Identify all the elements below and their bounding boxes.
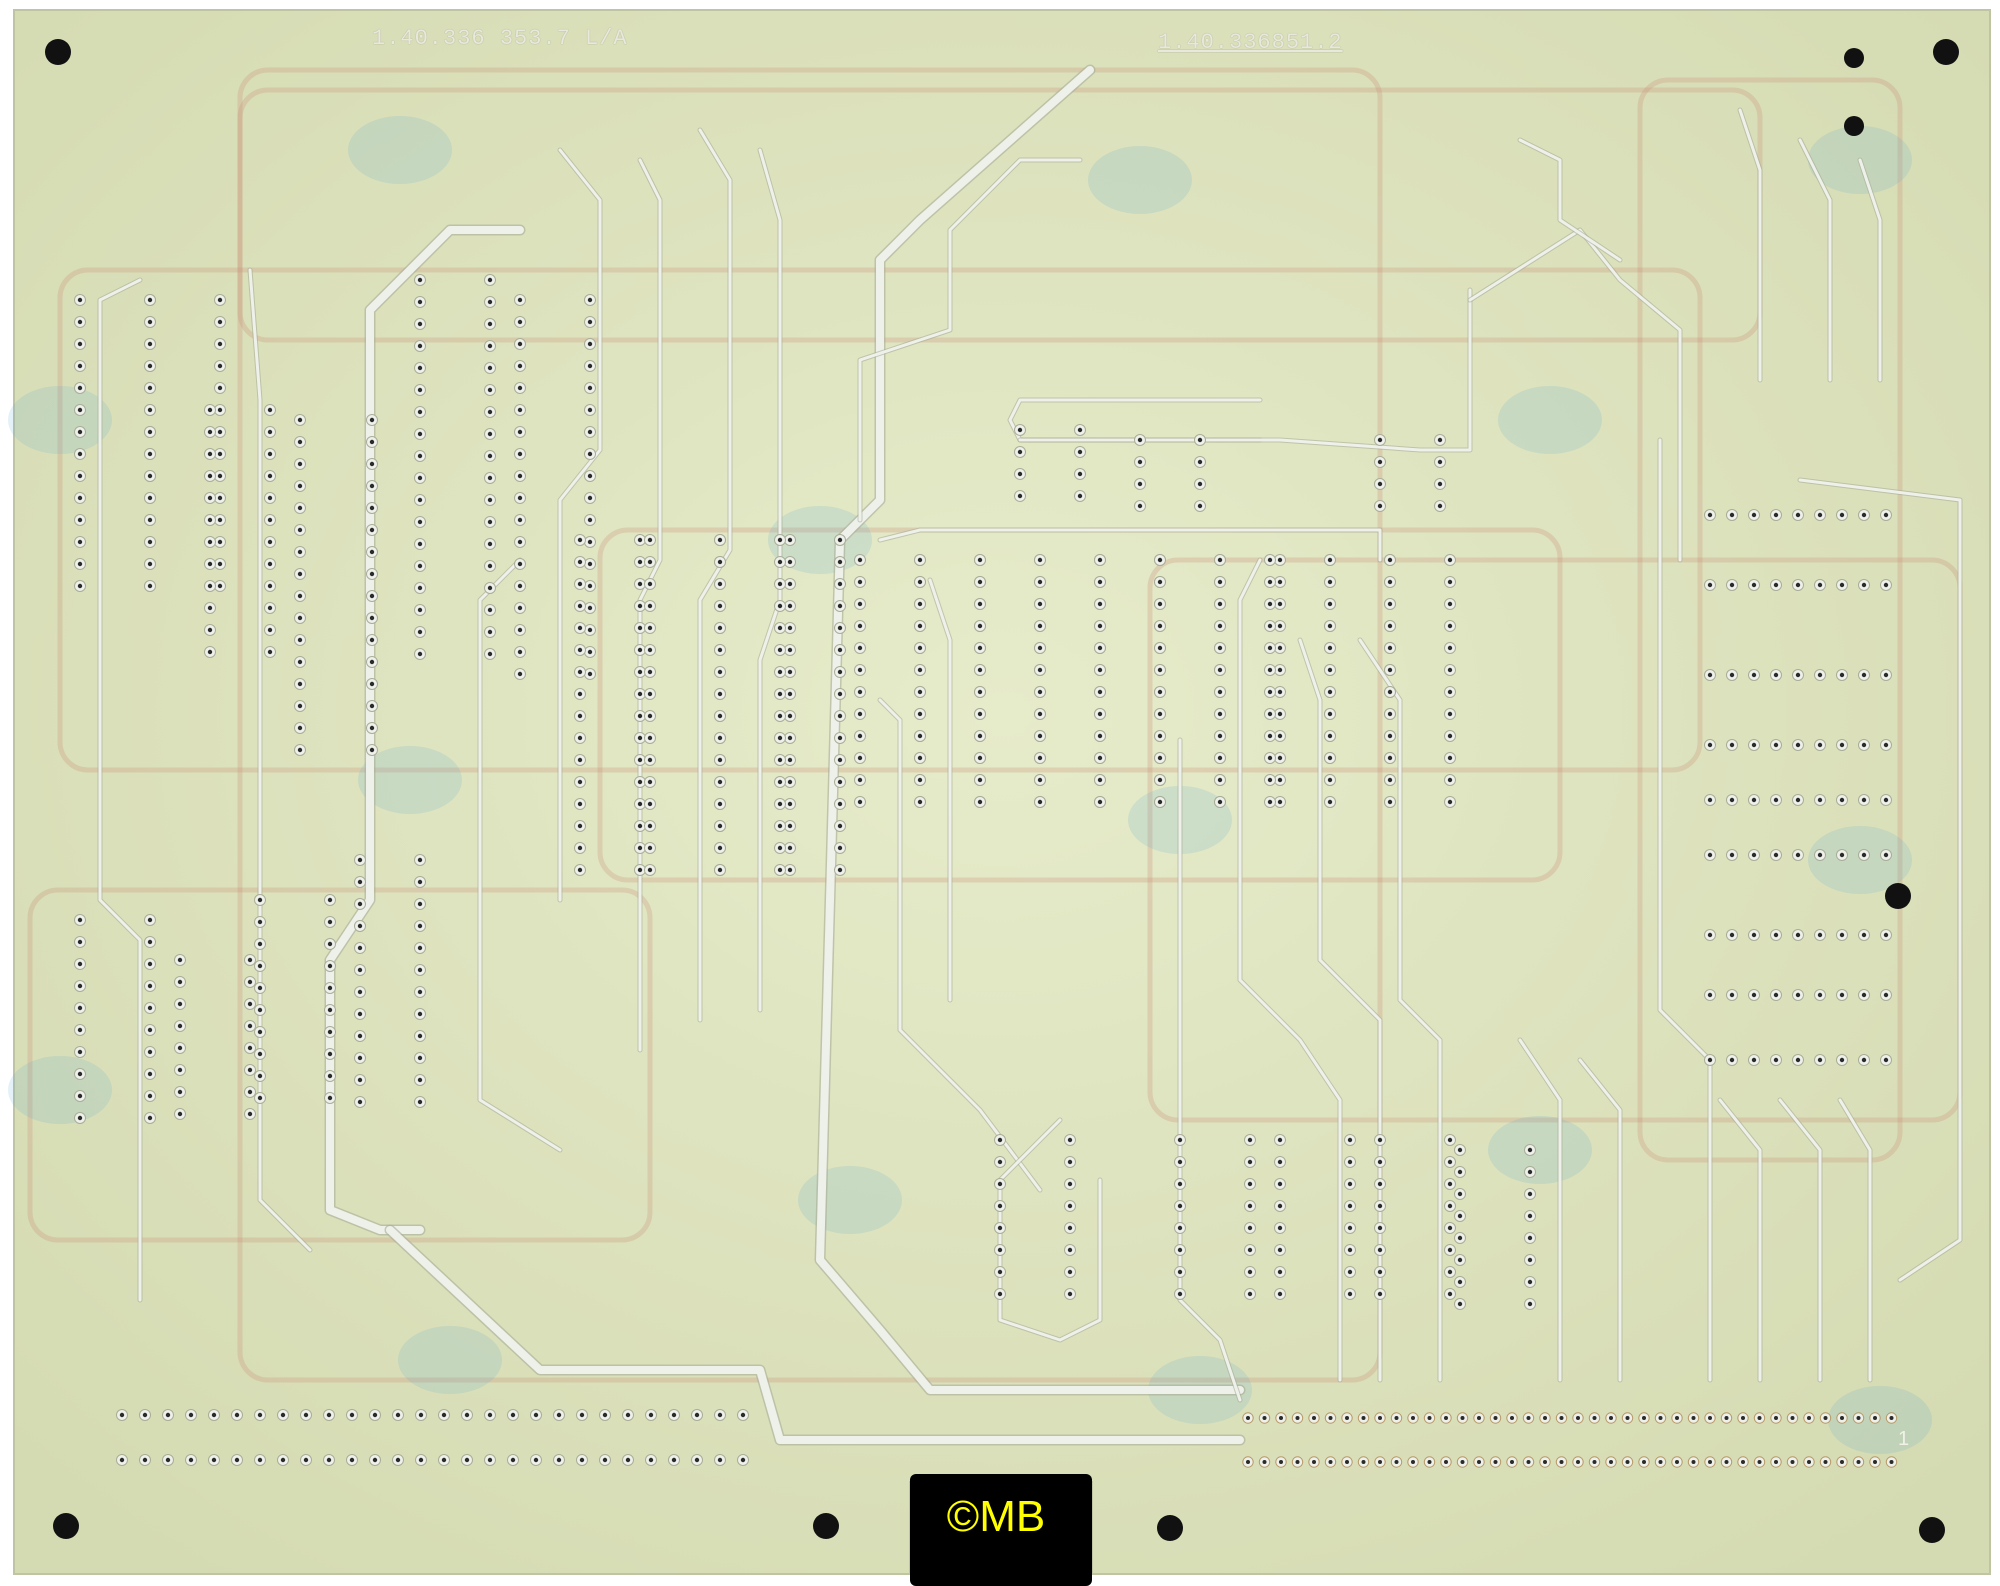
backside-blob bbox=[398, 1326, 502, 1394]
bottom-notch bbox=[910, 1474, 1092, 1586]
backside-blob bbox=[1808, 826, 1912, 894]
backside-blob bbox=[1488, 1116, 1592, 1184]
pad-layer bbox=[74, 274, 1898, 1468]
backside-outline bbox=[27, 887, 653, 1243]
backside-blob bbox=[358, 746, 462, 814]
pin-one-marker: 1 bbox=[1898, 1428, 1910, 1450]
backside-outline bbox=[1637, 77, 1903, 1163]
mount-hole-icon bbox=[813, 1513, 839, 1539]
mount-hole-icon bbox=[1844, 116, 1864, 136]
silkscreen-part-number-right: 1.40.336851.2 bbox=[1158, 30, 1343, 55]
backside-blob bbox=[768, 506, 872, 574]
backside-blob bbox=[1498, 386, 1602, 454]
mount-hole-icon bbox=[1157, 1515, 1183, 1541]
copyright-watermark: ©MB bbox=[946, 1492, 1046, 1541]
backside-blob bbox=[8, 1056, 112, 1124]
backside-blob bbox=[1088, 146, 1192, 214]
mount-hole-icon bbox=[1933, 39, 1959, 65]
mount-hole-icon bbox=[53, 1513, 79, 1539]
backside-blob bbox=[8, 386, 112, 454]
silkscreen-part-number-left: 1.40.336 353.7 L/A bbox=[372, 26, 628, 51]
backside-blob bbox=[348, 116, 452, 184]
mount-hole-icon bbox=[45, 39, 71, 65]
mount-hole-icon bbox=[1919, 1517, 1945, 1543]
backside-outline bbox=[237, 67, 1383, 1383]
mount-hole-layer bbox=[45, 39, 1959, 1543]
mount-hole-icon bbox=[1885, 883, 1911, 909]
backside-blob bbox=[798, 1166, 902, 1234]
board-substrate bbox=[13, 9, 1991, 1575]
mount-hole-icon bbox=[1844, 48, 1864, 68]
